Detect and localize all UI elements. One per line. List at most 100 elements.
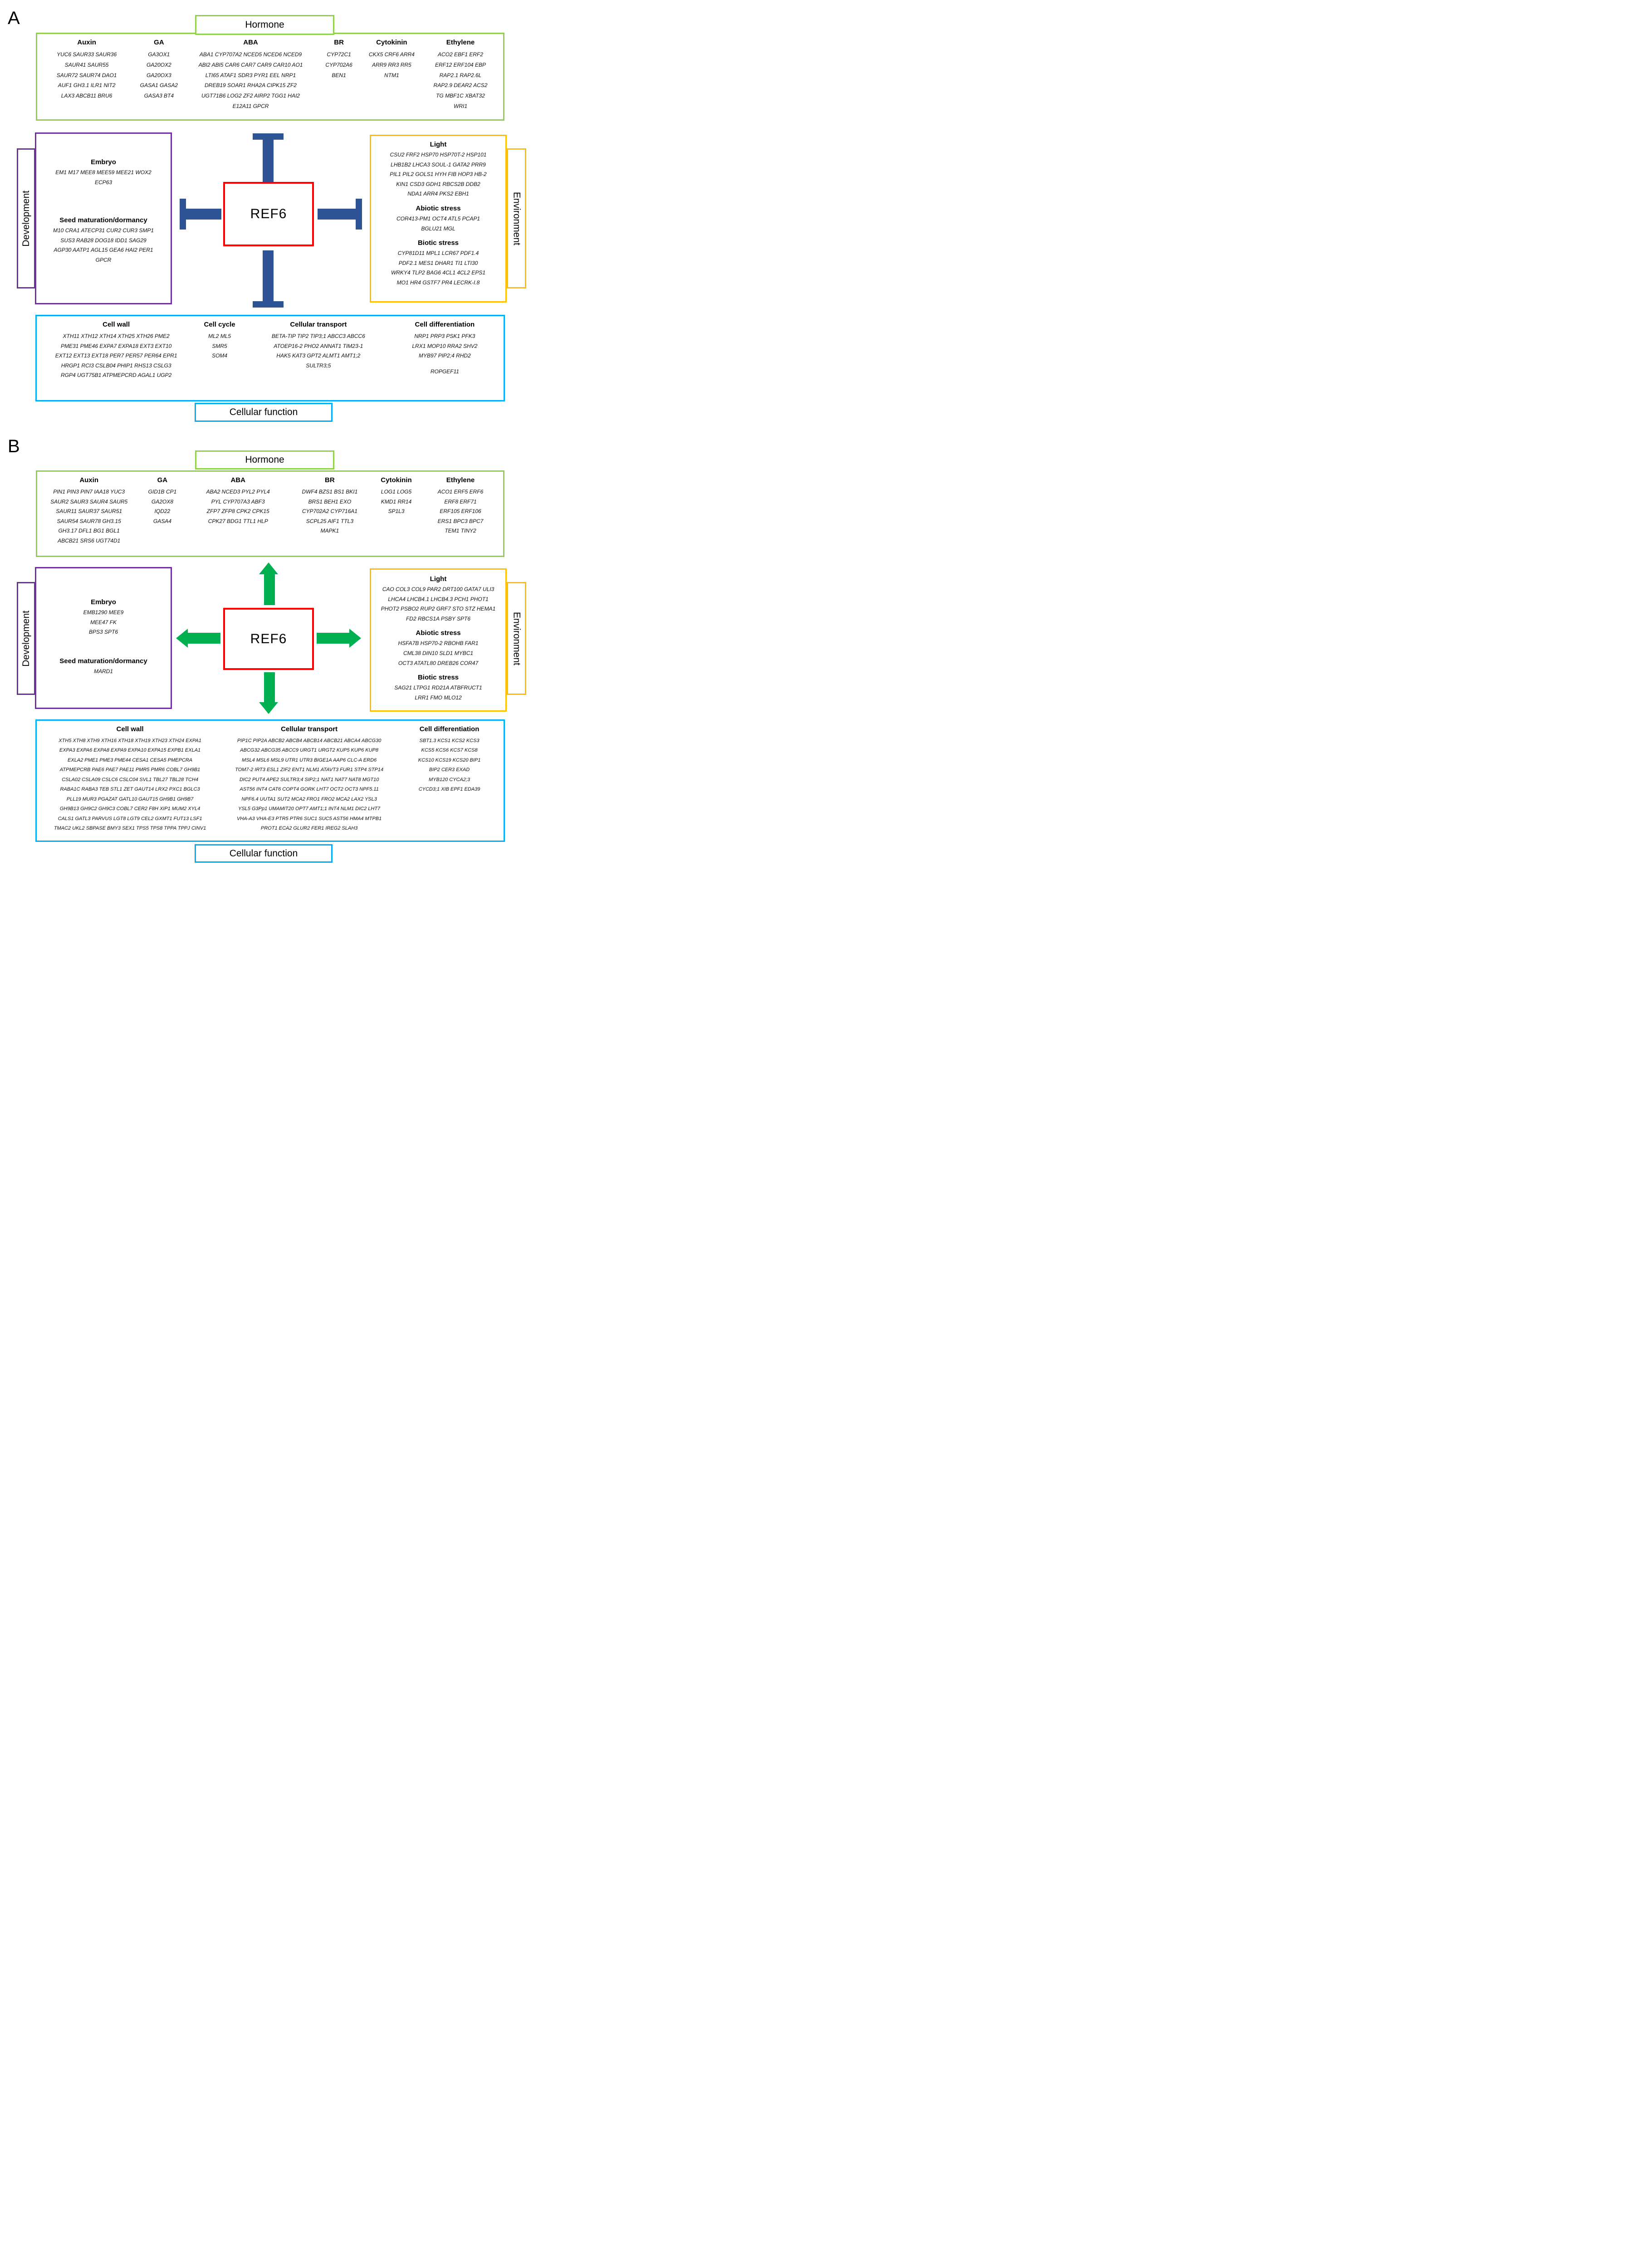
gene-line: TMAC2 UKL2 SBPASE BMY3 SEX1 TPS5 TPS8 TP… — [54, 825, 206, 831]
panel-a-development-label-box: Development — [17, 148, 35, 288]
gene-line: IQD22 — [154, 508, 171, 515]
gene-line: CYCD3;1 XIB EPF1 EDA39 — [418, 787, 480, 792]
gene-line: PROT1 ECA2 GLUR2 FER1 IREG2 SLAH3 — [260, 825, 358, 831]
panel-b-cellular-col-cell-wall: Cell wall XTH5 XTH8 XTH9 XTH16 XTH18 XTH… — [40, 725, 220, 833]
panel-b-seed-section: Seed maturation/dormancy MARD1 — [41, 657, 166, 677]
gene-line: NRP1 PRP3 PSK1 PFK3 — [414, 333, 475, 339]
gene-line: LTI65 ATAF1 SDR3 PYR1 EEL NRP1 — [205, 72, 296, 78]
column-header: GA — [157, 476, 168, 484]
gene-line: CYP81D11 MPL1 LCR67 PDF1.4 — [397, 250, 479, 257]
gene-line: SBT1.3 KCS1 KCS2 KCS3 — [419, 738, 480, 743]
gene-line: LRR1 FMO MLO12 — [415, 694, 462, 701]
panel-b-hormone-title: Hormone — [195, 450, 334, 469]
gene-line: ERF12 ERF104 EBP — [435, 61, 486, 68]
column-header: Auxin — [77, 39, 96, 46]
gene-line: CYP72C1 — [327, 51, 351, 58]
gene-line: RGP4 UGT75B1 ATPMEPCRD AGAL1 UGP2 — [60, 372, 172, 379]
gene-line: GA2OX8 — [151, 498, 173, 505]
gene-line: GA20OX3 — [146, 72, 171, 78]
gene-line: DWF4 BZS1 BS1 BKI1 — [302, 489, 358, 495]
gene-line: NDA1 ARR4 PKS2 EBH1 — [407, 191, 469, 197]
gene-line: HRGP1 RCI3 CSLB04 PHIP1 RHS13 CSLG3 — [61, 362, 171, 369]
gene-line: ATPMEPCRB PAE6 PAE7 PAE11 PMR5 PMR6 COBL… — [59, 767, 201, 773]
gene-line: PIN1 PIN3 PIN7 IAA18 YUC3 — [53, 489, 125, 495]
gene-line: SOM4 — [212, 352, 228, 359]
section-header: Biotic stress — [417, 674, 459, 682]
gene-line: ABCG32 ABCG35 ABCC9 URGT1 URGT2 KUP5 KUP… — [240, 748, 379, 753]
gene-line: CALS1 GATL3 PARVUS LGT8 LGT9 CEL2 GXMT1 … — [58, 816, 202, 821]
gene-line: BGLU21 MGL — [421, 225, 455, 232]
gene-line: LOG1 LOG5 — [381, 489, 412, 495]
panel-a-cellular-col-differentiation: Cell differentiation NRP1 PRP3 PSK1 PFK3… — [390, 321, 500, 375]
gene-line: CSLA02 CSLA09 CSLC6 CSLC04 SVL1 TBL27 TB… — [62, 777, 198, 782]
gene-line: KCS5 KCS6 KCS7 KCS8 — [421, 748, 478, 753]
gene-line: CYP702A6 — [325, 61, 352, 68]
gene-line: MYB97 PIP2;4 RHD2 — [419, 352, 471, 359]
gene-line: RAP2.9 DEAR2 ACS2 — [433, 82, 488, 89]
column-header: Cell wall — [103, 321, 130, 328]
column-header: Ethylene — [446, 476, 475, 484]
panel-b-cellular-col-transport: Cellular transport PIP1C PIP2A ABCB2 ABC… — [220, 725, 399, 833]
gene-line: SP1L3 — [388, 508, 405, 515]
gene-line: PLL19 MUR3 PGAZAT GATL10 GAUT15 GH9B1 GH… — [66, 796, 194, 802]
gene-line: SAUR72 SAUR74 DAO1 — [56, 72, 117, 78]
gene-line: KCS10 KCS19 KCS20 BIP1 — [418, 757, 481, 763]
gene-line: KIN1 CSD3 GDH1 RBCS2B DDB2 — [396, 181, 480, 187]
gene-line: ECP63 — [94, 179, 113, 186]
panel-b-environment-label-box: Environment — [507, 582, 526, 695]
gene-line: ACO2 EBF1 ERF2 — [437, 51, 484, 58]
gene-line: ARR9 RR3 RR5 — [372, 61, 411, 68]
gene-line: NPF6.4 UUTA1 SUT2 MCA2 FRO1 FRO2 MCA2 LA… — [241, 796, 377, 802]
gene-line: LHB1B2 LHCA3 SOUL-1 GATA2 PRR9 — [391, 161, 486, 168]
gene-line: BPS3 SPT6 — [88, 629, 118, 635]
environment-label: Environment — [511, 611, 522, 665]
gene-line: RAP2.1 RAP2.6L — [439, 72, 482, 78]
panel-a-cellular-col-cell-wall: Cell wall XTH11 XTH12 XTH14 XTH25 XTH26 … — [40, 321, 192, 381]
gene-line: OCT3 ATATL80 DREB26 COR47 — [398, 660, 479, 666]
section-header: Abiotic stress — [416, 629, 461, 637]
gene-line: AST56 INT4 CAT6 COPT4 GORK LHT7 OCT2 OCT… — [240, 787, 379, 792]
panel-b-development-label-box: Development — [17, 582, 35, 695]
gene-line: SULTR3;5 — [306, 362, 331, 369]
gene-list: PIP1C PIP2A ABCB2 ABCB4 ABCB14 ABCB21 AB… — [220, 736, 399, 833]
column-header: BR — [334, 39, 344, 46]
gene-line: MO1 HR4 GSTF7 PR4 LECRK-I.8 — [396, 279, 480, 286]
gene-line: YUC6 SAUR33 SAUR36 — [57, 51, 117, 58]
section-header: Seed maturation/dormancy — [59, 657, 147, 665]
column-header: Cell differentiation — [415, 321, 475, 328]
gene-line: ERF105 ERF106 — [440, 508, 481, 515]
gene-line: AGP30 AATP1 AGL15 GEA6 HAI2 PER1 — [54, 247, 153, 254]
gene-line: CAO COL3 COL9 PAR2 DRT100 GATA7 ULI3 — [382, 586, 494, 592]
gene-line: MSL4 MSL6 MSL9 UTR1 UTR3 BIGE1A AAP6 CLC… — [242, 757, 377, 763]
gene-line: YSL5 G3Pp1 UMAMIT20 OPT7 AMT1;1 INT4 NLM… — [238, 806, 381, 812]
gene-line: CPK27 BDG1 TTL1 HLP — [208, 518, 268, 524]
column-header: Cell differentiation — [419, 725, 480, 733]
section-header: Embryo — [91, 158, 116, 166]
panel-a-label: A — [8, 8, 20, 28]
